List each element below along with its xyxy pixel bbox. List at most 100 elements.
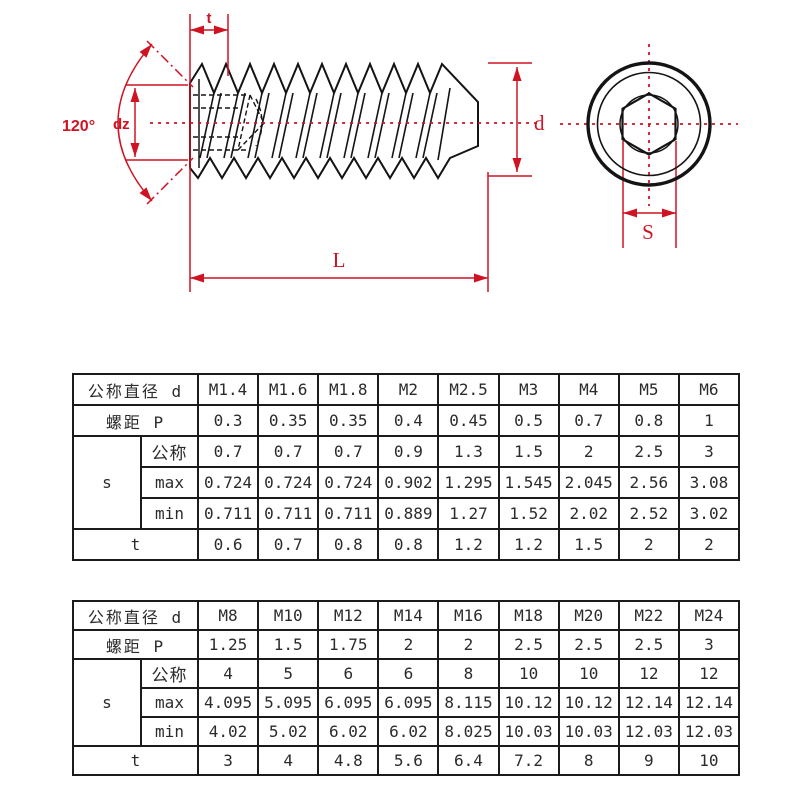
point-angle-label: 120° <box>62 118 95 135</box>
thread-line <box>223 92 239 159</box>
table-cell: 6 <box>317 658 380 689</box>
table-cell: 0.8 <box>617 404 680 437</box>
table-cell: 3.08 <box>677 466 741 499</box>
s-min-header-cell: min <box>140 497 199 530</box>
table-cell: 12.03 <box>617 716 680 747</box>
socket-hidden-line <box>237 94 251 151</box>
angle-arc <box>117 43 153 202</box>
pitch-header-cell: 螺距 P <box>72 404 199 437</box>
diameter-header-cell: 公称直径 d <box>72 373 199 406</box>
table-cell: 1.27 <box>437 497 500 530</box>
hex-socket-outline <box>621 92 677 156</box>
thread-line <box>230 92 246 159</box>
table-cell: M6 <box>677 373 741 406</box>
table-cell: M2 <box>377 373 440 406</box>
table-cell: M5 <box>617 373 680 406</box>
table-cell: 0.6 <box>196 528 260 561</box>
table-cell: 6.02 <box>377 716 440 747</box>
table-cell: 1.5 <box>557 528 620 561</box>
dimension-arrow <box>662 208 676 218</box>
table-cell: 1 <box>677 404 741 437</box>
table-cell: 1.545 <box>497 466 560 499</box>
table-cell: 4.095 <box>196 687 260 718</box>
table-cell: 6.095 <box>377 687 440 718</box>
table-cell: 0.889 <box>377 497 440 530</box>
table-cell: M18 <box>497 600 560 631</box>
diameter-header-cell: 公称直径 d <box>72 600 199 631</box>
table-cell: 0.724 <box>196 466 260 499</box>
screw-outline <box>189 61 479 180</box>
table-cell: 0.7 <box>257 435 320 468</box>
table-cell: 2.02 <box>557 497 620 530</box>
table-cell: 4.8 <box>317 745 380 776</box>
table-cell: 8 <box>557 745 620 776</box>
table-cell: 1.295 <box>437 466 500 499</box>
table-cell: 0.35 <box>317 404 380 437</box>
t-header-cell: t <box>72 528 199 561</box>
table-cell: 4 <box>196 658 260 689</box>
dimension-arrow <box>130 88 140 102</box>
thread-line <box>319 92 335 159</box>
table-cell: 2.56 <box>617 466 680 499</box>
table-cell: 0.7 <box>557 404 620 437</box>
table-cell: M12 <box>317 600 380 631</box>
table-cell: 12 <box>677 658 741 689</box>
t-dimension-label: t <box>207 10 212 27</box>
thread-line <box>350 92 366 159</box>
table-cell: 10 <box>497 658 560 689</box>
table-cell: 6.095 <box>317 687 380 718</box>
table-cell: 0.5 <box>497 404 560 437</box>
table-cell: 2.5 <box>617 629 680 660</box>
table-cell: 3 <box>196 745 260 776</box>
table-cell: 6.02 <box>317 716 380 747</box>
thread-line <box>415 92 431 159</box>
table-cell: 0.711 <box>257 497 320 530</box>
table-cell: 6 <box>377 658 440 689</box>
table-cell: 0.7 <box>317 435 380 468</box>
end-view-chamfer-circle <box>596 71 702 177</box>
table-cell: 4 <box>257 745 320 776</box>
table-cell: 1.3 <box>437 435 500 468</box>
thread-line <box>326 92 342 159</box>
t-header-cell: t <box>72 745 199 776</box>
dimension-arrow <box>214 25 228 35</box>
table-cell: M8 <box>196 600 260 631</box>
table-cell: 0.8 <box>377 528 440 561</box>
cone-edge-lower <box>146 157 194 205</box>
table-cell: 0.724 <box>257 466 320 499</box>
table-cell: 3 <box>677 629 741 660</box>
table-cell: 7.2 <box>497 745 560 776</box>
thread-line <box>343 92 359 159</box>
table-cell: 5.6 <box>377 745 440 776</box>
table-cell: 10 <box>677 745 741 776</box>
dimension-arrow <box>139 44 152 58</box>
table-cell: 8 <box>437 658 500 689</box>
socket-width-label: S <box>642 220 654 244</box>
thread-line <box>374 92 390 159</box>
dimension-arrow <box>623 208 637 218</box>
dimension-arrow <box>190 25 204 35</box>
cup-diameter-label: dz <box>113 116 130 133</box>
table-cell: M22 <box>617 600 680 631</box>
table-cell: 2.5 <box>617 435 680 468</box>
table-cell: 12 <box>617 658 680 689</box>
table-cell: 3.02 <box>677 497 741 530</box>
table-cell: 0.35 <box>257 404 320 437</box>
thread-line <box>278 92 294 159</box>
table-cell: M1.4 <box>196 373 260 406</box>
s-max-header-cell: max <box>140 466 199 499</box>
cone-edge-upper <box>146 40 194 88</box>
table-cell: 12.14 <box>617 687 680 718</box>
table-cell: 12.03 <box>677 716 741 747</box>
end-view-outer-circle <box>586 61 712 187</box>
table-cell: 10.12 <box>497 687 560 718</box>
thread-line <box>247 92 263 159</box>
table-cell: 1.75 <box>317 629 380 660</box>
length-label: L <box>333 248 346 272</box>
